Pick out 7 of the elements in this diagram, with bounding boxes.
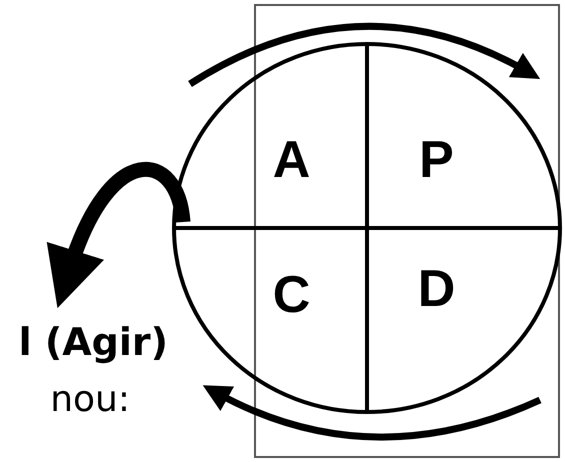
quadrant-letter: A — [272, 134, 310, 186]
note-text: nou: — [50, 380, 130, 420]
cycle-arrow — [48, 162, 190, 308]
quadrant-letter: C — [272, 269, 310, 321]
quadrant-letter: D — [418, 263, 456, 315]
quadrant-letter: P — [419, 134, 454, 186]
step-heading: l (Agir) — [18, 322, 168, 366]
